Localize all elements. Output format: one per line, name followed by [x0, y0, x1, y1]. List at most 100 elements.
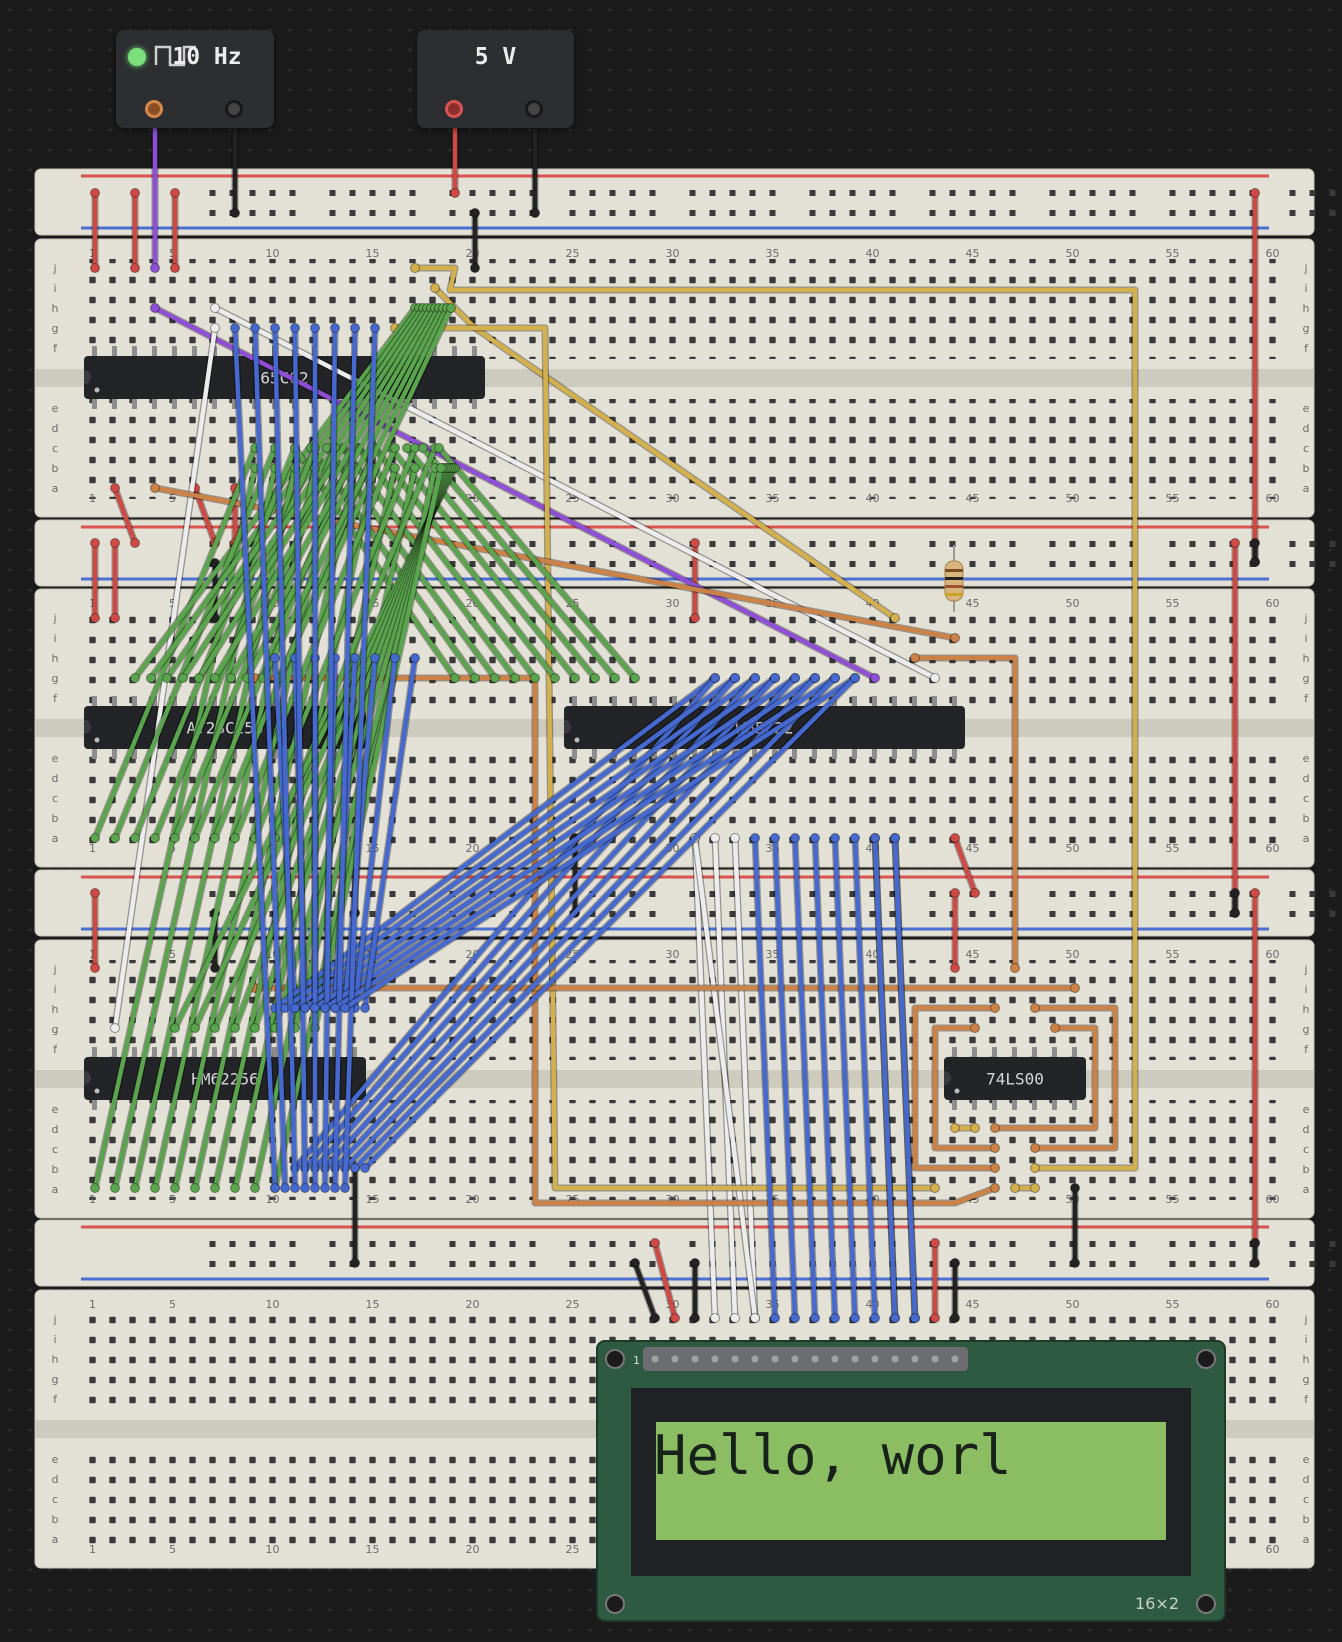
black-wire[interactable] [1070, 1183, 1080, 1268]
black-wire[interactable] [1250, 1238, 1260, 1268]
black-wire[interactable] [1230, 888, 1240, 918]
rail-holes[interactable] [209, 541, 1342, 547]
blue-wire[interactable] [870, 833, 900, 1323]
blue-wire[interactable] [830, 833, 860, 1323]
wire-end [370, 653, 380, 663]
red-wire[interactable] [90, 888, 100, 973]
black-wire[interactable] [690, 1258, 700, 1323]
red-wire[interactable] [650, 1238, 680, 1323]
blue-wire[interactable] [360, 653, 420, 1013]
header-pin[interactable] [931, 1355, 939, 1363]
blue-wire[interactable] [850, 833, 880, 1323]
rail-holes[interactable] [209, 210, 1342, 216]
blue-wire[interactable] [350, 673, 840, 1173]
red-wire[interactable] [90, 188, 100, 273]
red-wire[interactable] [950, 888, 960, 973]
header-pin[interactable] [891, 1355, 899, 1363]
header-pin[interactable] [671, 1355, 679, 1363]
blue-wire[interactable] [270, 323, 300, 1193]
blue-wire[interactable] [230, 323, 280, 1193]
green-wire[interactable] [434, 443, 640, 683]
blue-wire[interactable] [320, 323, 340, 1193]
red-wire[interactable] [110, 483, 140, 548]
column-label: 45 [966, 597, 980, 610]
power-supply-module[interactable]: 5 V [417, 30, 574, 128]
header-pin[interactable] [951, 1355, 959, 1363]
header-pin[interactable] [651, 1355, 659, 1363]
header-pin[interactable] [751, 1355, 759, 1363]
header-pin[interactable] [851, 1355, 859, 1363]
header-pin[interactable] [791, 1355, 799, 1363]
red-wire[interactable] [90, 538, 100, 623]
red-wire[interactable] [1250, 888, 1260, 1248]
blue-wire[interactable] [330, 323, 360, 1193]
clock-frequency-readout[interactable]: 10 Hz [172, 44, 242, 70]
black-wire[interactable] [470, 208, 480, 273]
orange-wire[interactable] [931, 1023, 1000, 1153]
header-pin[interactable] [771, 1355, 779, 1363]
clock-ground-terminal[interactable] [225, 100, 243, 118]
row-label: b [1303, 1163, 1310, 1176]
green-wire[interactable] [418, 443, 620, 683]
blue-wire[interactable] [310, 323, 320, 1193]
yellow-wire[interactable] [1010, 1183, 1040, 1193]
top-hole-block[interactable] [82, 259, 1283, 359]
clock-wire[interactable] [150, 103, 160, 273]
orange-wire[interactable] [910, 653, 1020, 973]
chip-74ls00[interactable]: 74LS00 [944, 1047, 1086, 1110]
blue-wire[interactable] [290, 323, 310, 1193]
header-pin[interactable] [731, 1355, 739, 1363]
blue-wire[interactable] [890, 833, 920, 1323]
yellow-wire[interactable] [410, 263, 1139, 1173]
red-wire[interactable] [1250, 188, 1260, 567]
blue-wire[interactable] [790, 833, 820, 1323]
power-ground-terminal[interactable] [525, 100, 543, 118]
rail-holes[interactable] [209, 561, 1342, 567]
power-positive-terminal[interactable] [445, 100, 463, 118]
blue-wire[interactable] [810, 833, 840, 1323]
orange-wire[interactable] [990, 1023, 1099, 1133]
red-wire[interactable] [950, 833, 980, 898]
header-pin[interactable] [831, 1355, 839, 1363]
resistor[interactable] [944, 545, 964, 612]
green-wire[interactable] [210, 303, 440, 683]
blue-wire[interactable] [300, 673, 740, 1173]
black-wire[interactable] [1250, 538, 1260, 567]
red-wire[interactable] [1230, 538, 1240, 918]
black-wire[interactable] [350, 1163, 360, 1268]
wire-end [750, 673, 760, 683]
header-pin[interactable] [871, 1355, 879, 1363]
blue-wire[interactable] [770, 833, 800, 1323]
wire-end [300, 1183, 310, 1193]
orange-wire[interactable] [911, 1003, 1000, 1173]
wire-end [730, 833, 740, 843]
power-supply-voltage-readout[interactable]: 5 V [474, 44, 517, 70]
rail-holes[interactable] [209, 190, 1342, 196]
blue-wire[interactable] [340, 323, 380, 1193]
header-pin[interactable] [691, 1355, 699, 1363]
blue-wire[interactable] [360, 673, 860, 1173]
black-wire[interactable] [950, 1258, 960, 1323]
blue-wire[interactable] [750, 833, 780, 1323]
blue-wire[interactable] [340, 673, 820, 1173]
blue-wire[interactable] [250, 323, 290, 1193]
wire-body [192, 445, 358, 841]
clock-output-terminal[interactable] [145, 100, 163, 118]
orange-wire[interactable] [250, 673, 1000, 1207]
black-wire[interactable] [630, 1258, 660, 1323]
red-wire[interactable] [930, 1238, 940, 1323]
yellow-wire[interactable] [950, 1123, 980, 1133]
header-pin[interactable] [711, 1355, 719, 1363]
orange-wire[interactable] [1030, 1003, 1119, 1153]
header-pin[interactable] [811, 1355, 819, 1363]
red-wire[interactable] [170, 188, 180, 273]
header-pin[interactable] [911, 1355, 919, 1363]
blue-wire[interactable] [350, 653, 400, 1013]
red-wire[interactable] [110, 538, 120, 623]
white-wire[interactable] [690, 833, 760, 1323]
clock-module[interactable]: 10 Hz [116, 30, 274, 128]
red-wire[interactable] [130, 188, 140, 273]
blue-wire[interactable] [330, 673, 840, 1013]
